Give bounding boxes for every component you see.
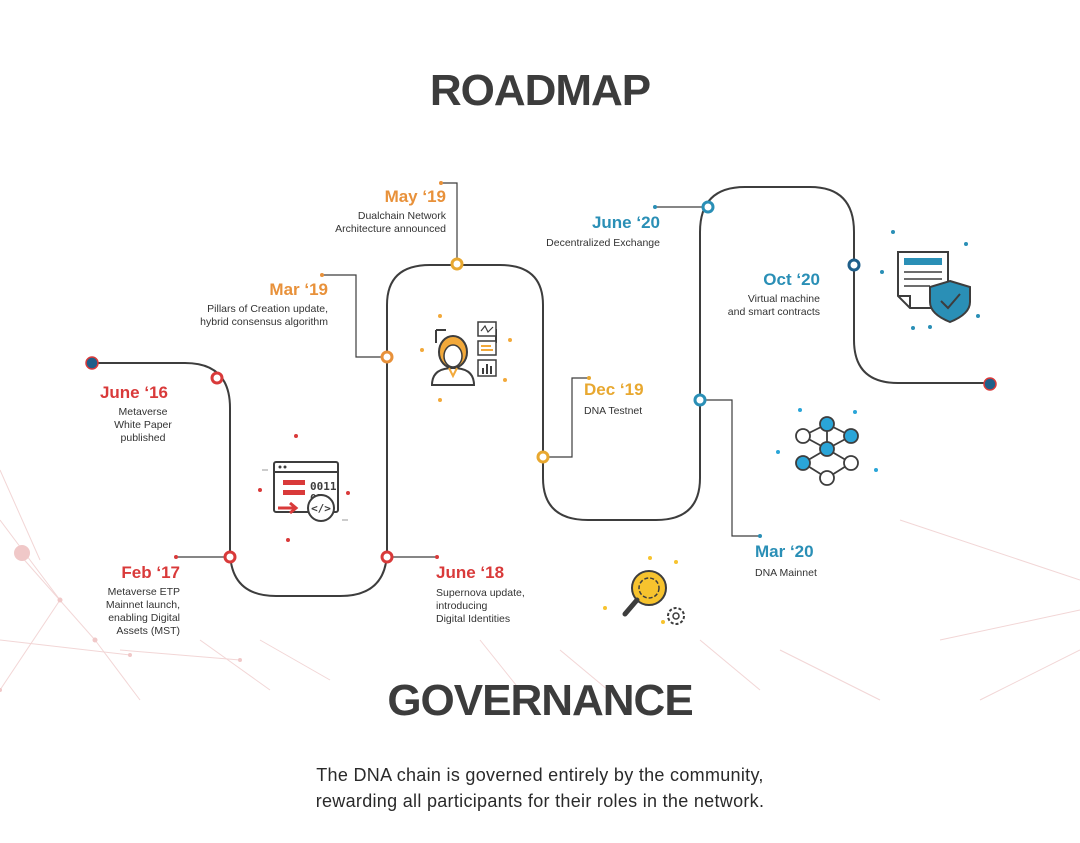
milestone-text: Decentralized Exchange [546, 237, 660, 249]
node-dec-19 [536, 450, 550, 464]
roadmap-title: ROADMAP [429, 66, 651, 115]
svg-text:</>: </> [311, 502, 331, 515]
node-oct-20 [847, 258, 861, 272]
node-mar-20 [693, 393, 707, 407]
milestone-date: Mar ‘19 [269, 280, 328, 299]
milestone-text: DNA Mainnet [755, 567, 817, 579]
governance-title: GOVERNANCE [387, 676, 693, 725]
milestone-date: June ‘18 [436, 563, 505, 582]
node-june-18 [380, 550, 394, 564]
gear-magnifier-icon [603, 556, 685, 625]
node-may-19 [450, 257, 464, 271]
milestone-date: Dec ‘19 [584, 380, 644, 399]
node-feb-17 [223, 550, 237, 564]
node-mar-19 [380, 350, 394, 364]
milestone-date: May ‘19 [384, 187, 446, 206]
svg-text:0011: 0011 [310, 480, 337, 493]
contract-shield-icon [880, 230, 980, 330]
governance-description: The DNA chain is governed entirely by th… [315, 765, 765, 811]
milestone-text: DNA Testnet [584, 405, 643, 417]
node-june-20 [701, 200, 715, 214]
milestone-date: June ‘16 [99, 383, 168, 402]
network-nodes-icon [776, 408, 878, 486]
timeline-end-dot [983, 377, 997, 391]
milestone-text: Metaverse ETP Mainnet launch, enabling D… [105, 586, 180, 637]
node-june-16 [210, 371, 224, 385]
person-analytics-icon [420, 314, 512, 402]
milestone-text: Metaverse White Paper published [114, 406, 172, 444]
milestone-text: Dualchain Network Architecture announced [335, 210, 446, 235]
milestone-date: Feb ‘17 [121, 563, 180, 582]
code-window-icon: 0011 0I </> [258, 434, 350, 542]
milestone-date: June ‘20 [591, 213, 660, 232]
milestone-text: Pillars of Creation update, hybrid conse… [200, 303, 328, 328]
milestone-date: Oct ‘20 [763, 270, 820, 289]
timeline-start-dot [85, 356, 99, 370]
timeline-path [92, 186, 990, 597]
milestone-text: Virtual machine and smart contracts [727, 293, 820, 318]
milestone-date: Mar ‘20 [755, 542, 814, 561]
milestone-text: Supernova update, introducing Digital Id… [436, 587, 525, 625]
